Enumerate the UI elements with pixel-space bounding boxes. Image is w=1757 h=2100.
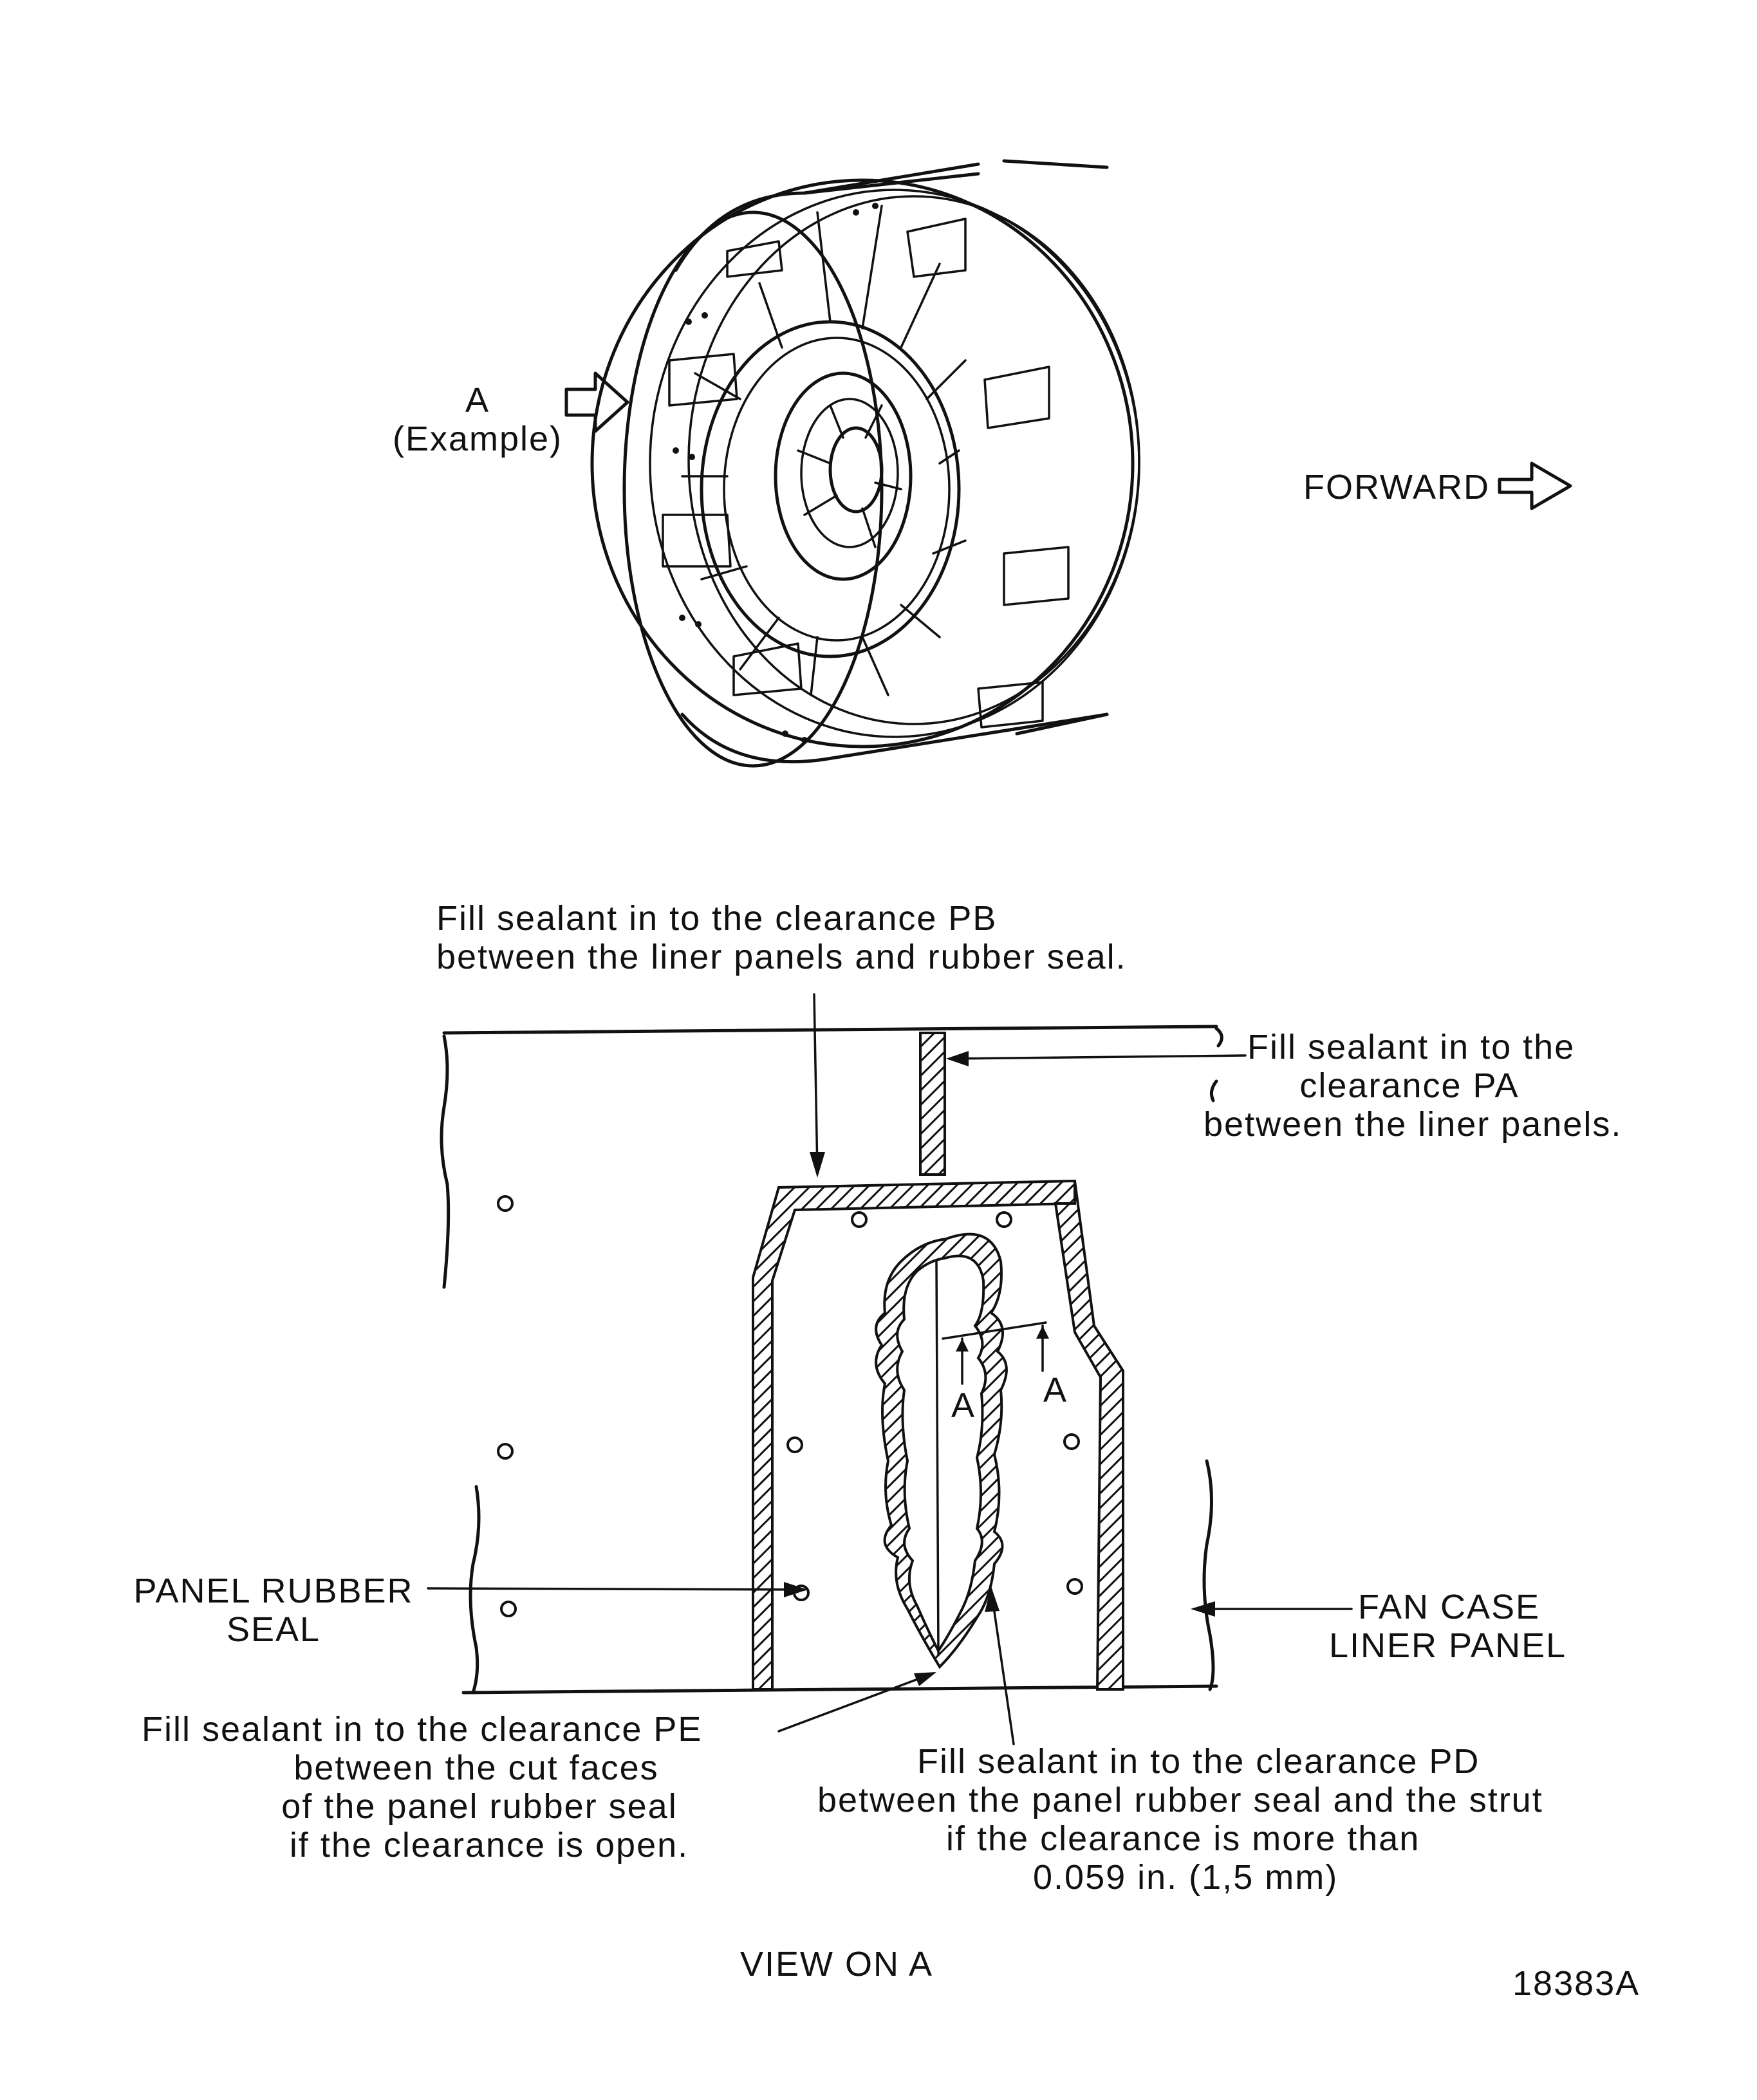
pb-callout-line2: between the liner panels and rubber seal… [436, 938, 1127, 976]
section-a-left: A [951, 1386, 976, 1425]
pe-callout-line3: of the panel rubber seal [281, 1787, 677, 1826]
view-a-marker: A [465, 381, 490, 420]
forward-arrow-icon [1498, 461, 1572, 510]
forward-label: FORWARD [1303, 468, 1490, 506]
section-a-right-arrow-icon [1036, 1324, 1049, 1372]
pe-callout-line2: between the cut faces [293, 1749, 658, 1787]
pa-callout-line2: clearance PA [1299, 1066, 1519, 1105]
view-a-example: (Example) [393, 420, 562, 458]
pd-callout-line2: between the panel rubber seal and the st… [817, 1781, 1543, 1819]
liner-panel-detail [440, 1025, 1223, 1695]
fastener-hole [851, 1211, 868, 1228]
fastener-hole [497, 1443, 514, 1460]
pd-callout-line3: if the clearance is more than [946, 1819, 1420, 1858]
view-a-pointer [564, 371, 629, 433]
panel-rubber-seal-label-1: PANEL RUBBER [133, 1572, 413, 1610]
fastener-hole [786, 1436, 803, 1453]
pe-callout-line1: Fill sealant in to the clearance PE [142, 1710, 702, 1749]
pe-callout-line4: if the clearance is open. [290, 1826, 689, 1864]
section-a-left-arrow-icon [956, 1337, 969, 1385]
fastener-hole [996, 1211, 1012, 1228]
view-title: VIEW ON A [740, 1945, 933, 1984]
fastener-hole [500, 1601, 517, 1617]
fan-case-label-1: FAN CASE [1358, 1588, 1540, 1626]
panel-rubber-seal-label-2: SEAL [227, 1610, 321, 1649]
figure-id: 18383A [1512, 1964, 1640, 2003]
leader-lines [427, 993, 1353, 1745]
fan-case-label-2: LINER PANEL [1329, 1626, 1566, 1665]
fan-case-illustration [590, 159, 1140, 768]
fastener-hole [1063, 1433, 1080, 1450]
pa-callout-line3: between the liner panels. [1204, 1105, 1622, 1144]
pb-callout-line1: Fill sealant in to the clearance PB [436, 899, 997, 938]
pd-callout-line4: 0.059 in. (1,5 mm) [1033, 1858, 1338, 1897]
fastener-hole [1066, 1578, 1083, 1595]
section-a-right: A [1043, 1371, 1068, 1409]
pa-callout-line1: Fill sealant in to the [1247, 1028, 1575, 1066]
pd-callout-line1: Fill sealant in to the clearance PD [917, 1742, 1480, 1781]
fastener-hole [497, 1195, 514, 1212]
